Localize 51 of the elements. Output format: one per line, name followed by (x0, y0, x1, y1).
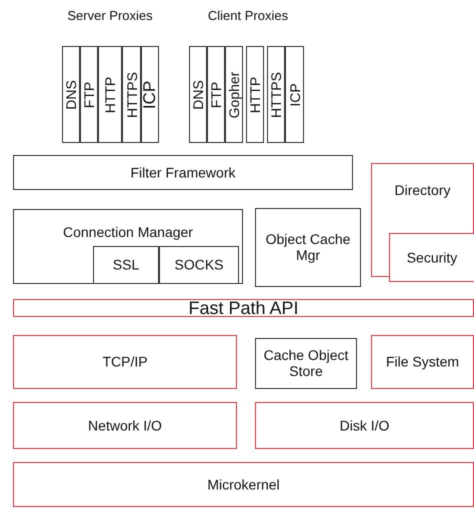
layer-label: HTTP (102, 76, 118, 113)
layer-label: TCP/IP (101, 354, 149, 370)
layer-label: Microkernel (206, 476, 281, 493)
layer-label: SSL (112, 256, 140, 274)
layer-box (207, 46, 225, 143)
layer-box (371, 335, 474, 389)
layer-label: Directory (393, 182, 452, 199)
layer-label: Security (406, 249, 458, 266)
layer-label: HTTPS (124, 72, 140, 118)
layer-label: SOCKS (173, 256, 224, 274)
layer-box (122, 46, 141, 143)
layer-box (246, 46, 264, 143)
layer-label: ICP (286, 82, 302, 106)
layer-label: Cache Object Store (262, 346, 350, 380)
layer-label: Fast Path API (187, 299, 300, 317)
layer-box (255, 338, 357, 389)
layer-box (267, 46, 285, 143)
layer-box (62, 46, 80, 143)
layer-label: Connection Manager (62, 224, 194, 241)
layer-box (141, 46, 159, 143)
layer-label: Object Cache Mgr (264, 230, 352, 264)
layer-label: Filter Framework (129, 164, 236, 181)
layer-box (80, 46, 98, 143)
layer-label: FTP (208, 81, 224, 108)
layer-label: Network I/O (87, 417, 163, 434)
layer-box (159, 246, 239, 284)
layer-box (13, 299, 474, 317)
group-heading: Server Proxies (66, 8, 154, 24)
layer-box (13, 462, 474, 507)
layer-box (255, 208, 361, 287)
layer-box (389, 233, 474, 282)
layer-box (13, 209, 243, 284)
layer-label: ICP (140, 80, 160, 109)
layer-box (13, 335, 237, 389)
layer-label: HTTP (247, 76, 263, 113)
layer-box (255, 402, 474, 449)
layer-label: File System (384, 354, 460, 370)
group-heading: Client Proxies (206, 8, 290, 24)
layer-label: HTTPS (268, 72, 284, 118)
layer-label: Gopher (226, 71, 242, 118)
layer-box (13, 155, 353, 190)
layer-label: Disk I/O (338, 417, 390, 434)
layer-box (189, 46, 207, 143)
layer-box (285, 46, 304, 143)
layer-box (93, 246, 159, 284)
layer-label: FTP (81, 81, 97, 108)
layer-label: DNS (190, 80, 206, 110)
layer-box (98, 46, 122, 143)
layer-box (13, 402, 237, 449)
layer-box (225, 46, 243, 143)
layer-label: DNS (63, 80, 79, 110)
